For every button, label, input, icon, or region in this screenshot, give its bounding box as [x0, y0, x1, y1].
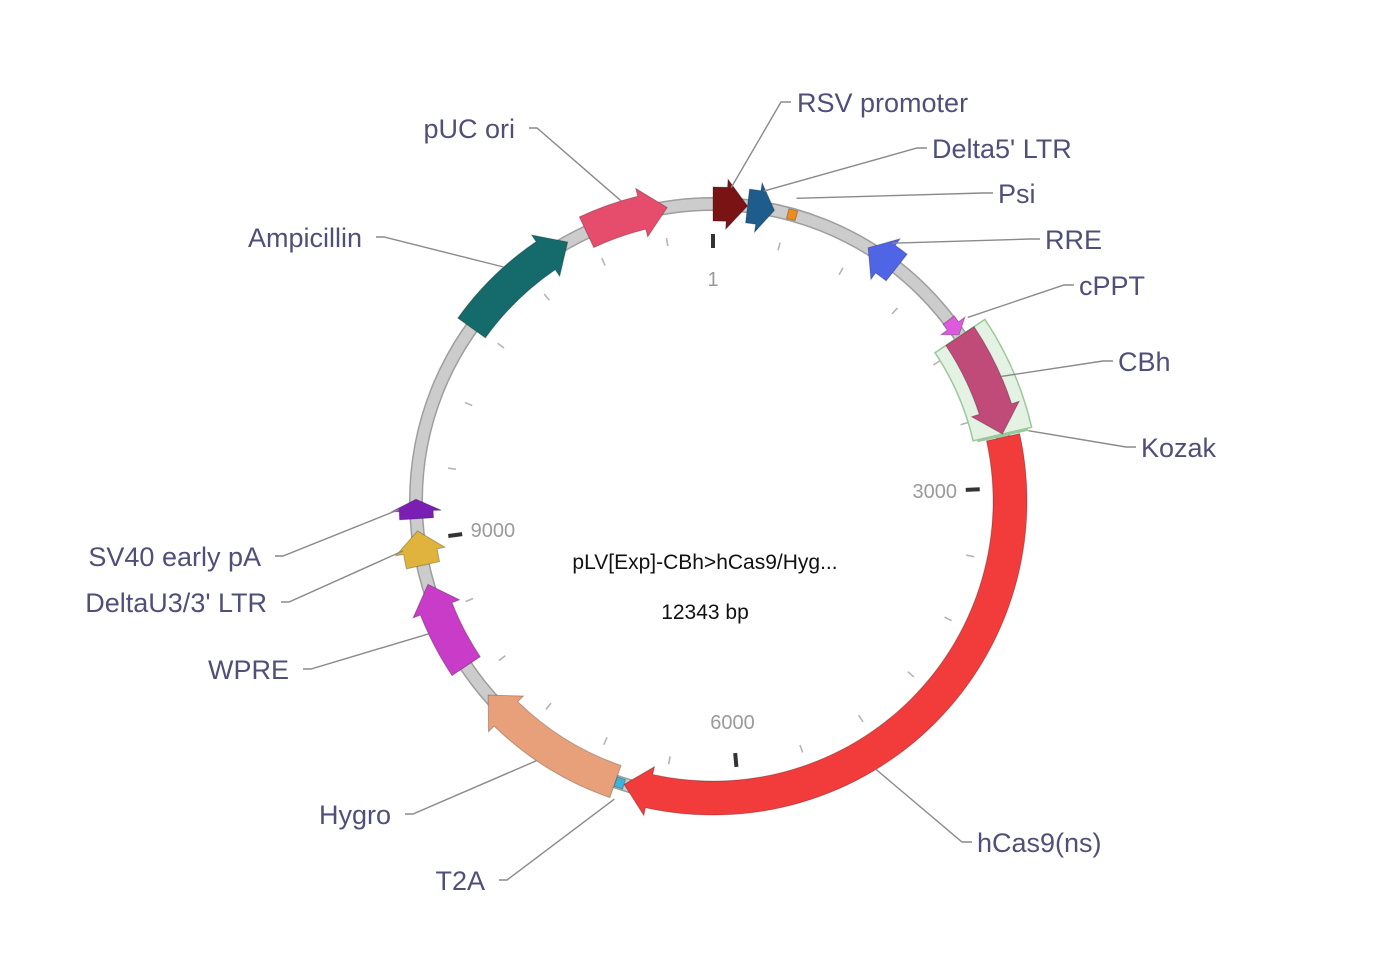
label-cppt[interactable]: cPPT [1079, 271, 1145, 301]
tick-label: 3000 [913, 481, 958, 503]
tick-layer: 1 3000 6000 9000 [447, 234, 980, 768]
feature-sv40-early-pa[interactable] [390, 498, 442, 521]
minor-tick [665, 237, 669, 247]
feature-rre[interactable] [867, 237, 908, 282]
label-rsv-promoter[interactable]: RSV promoter [797, 88, 968, 118]
leader-line-kozak [1028, 430, 1136, 448]
minor-tick [465, 597, 474, 603]
minor-tick [966, 554, 975, 558]
minor-tick [601, 257, 606, 266]
minor-tick [447, 467, 457, 471]
feature-puc-ori[interactable] [578, 187, 668, 249]
leader-line-psi [796, 192, 993, 199]
leader-line-cppt [967, 284, 1074, 319]
feature-ampicillin[interactable] [457, 234, 569, 339]
leader-line-puc-ori [529, 127, 622, 202]
feature-kozak[interactable] [977, 428, 1029, 443]
leader-line-wpre [303, 633, 429, 670]
leader-line-delta5-ltr [763, 147, 927, 192]
minor-tick [838, 267, 844, 276]
minor-tick [497, 342, 505, 349]
feature-psi[interactable] [785, 208, 799, 222]
tick-label: 9000 [471, 520, 516, 542]
leader-line-deltau3-ltr [281, 550, 404, 603]
tick-label: 1 [707, 269, 718, 291]
label-ampicillin[interactable]: Ampicillin [248, 223, 362, 253]
feature-delta5-ltr[interactable] [745, 181, 775, 234]
feature-rsv-promoter[interactable] [712, 177, 749, 231]
minor-tick [960, 421, 969, 426]
minor-tick [799, 744, 804, 753]
label-rre[interactable]: RRE [1045, 225, 1102, 255]
minor-tick [603, 737, 608, 745]
minor-tick [932, 360, 941, 366]
major-tick [733, 752, 739, 768]
leader-line-hygro [405, 760, 537, 815]
label-delta5-ltr[interactable]: Delta5' LTR [932, 134, 1072, 164]
label-hcas9[interactable]: hCas9(ns) [977, 828, 1102, 858]
label-t2a[interactable]: T2A [435, 866, 485, 896]
leader-line-sv40-early-pa [275, 508, 400, 557]
leader-line-hcas9 [875, 768, 972, 843]
label-psi[interactable]: Psi [998, 179, 1036, 209]
minor-tick [543, 293, 550, 301]
leader-line-ampicillin [376, 236, 504, 268]
feature-wpre[interactable] [412, 583, 481, 677]
major-tick [965, 487, 980, 492]
leader-line-rre [892, 238, 1040, 244]
leader-line-cbh [1001, 360, 1113, 378]
minor-tick [891, 307, 899, 315]
label-puc-ori[interactable]: pUC ori [423, 114, 515, 144]
minor-tick [667, 756, 671, 765]
leader-line-t2a [499, 798, 615, 881]
minor-tick [944, 616, 953, 622]
minor-tick [464, 401, 473, 407]
label-sv40-early-pa[interactable]: SV40 early pA [88, 542, 261, 572]
feature-hcas9[interactable] [623, 433, 1028, 817]
minor-tick [777, 242, 781, 251]
minor-tick [498, 655, 506, 662]
minor-tick [545, 702, 552, 710]
plasmid-name: pLV[Exp]-CBh>hCas9/Hyg... [572, 551, 837, 574]
major-tick [448, 532, 463, 538]
feature-cbh[interactable] [945, 325, 1021, 435]
leader-layer [275, 101, 1136, 881]
feature-cppt[interactable] [939, 315, 966, 336]
plasmid-size: 12343 bp [661, 601, 749, 624]
feature-t2a[interactable] [613, 776, 627, 790]
label-wpre[interactable]: WPRE [208, 655, 289, 685]
label-deltau3-ltr[interactable]: DeltaU3/3' LTR [85, 588, 267, 618]
leader-line-rsv-promoter [730, 101, 791, 188]
feature-hygro[interactable] [487, 694, 622, 799]
label-hygro[interactable]: Hygro [319, 800, 391, 830]
label-kozak[interactable]: Kozak [1141, 433, 1217, 463]
minor-tick [907, 671, 915, 678]
feature-deltau3-ltr[interactable] [394, 530, 447, 570]
feature-layer [390, 177, 1033, 817]
minor-tick [857, 714, 864, 723]
label-cbh[interactable]: CBh [1118, 347, 1171, 377]
tick-label: 6000 [710, 712, 755, 734]
